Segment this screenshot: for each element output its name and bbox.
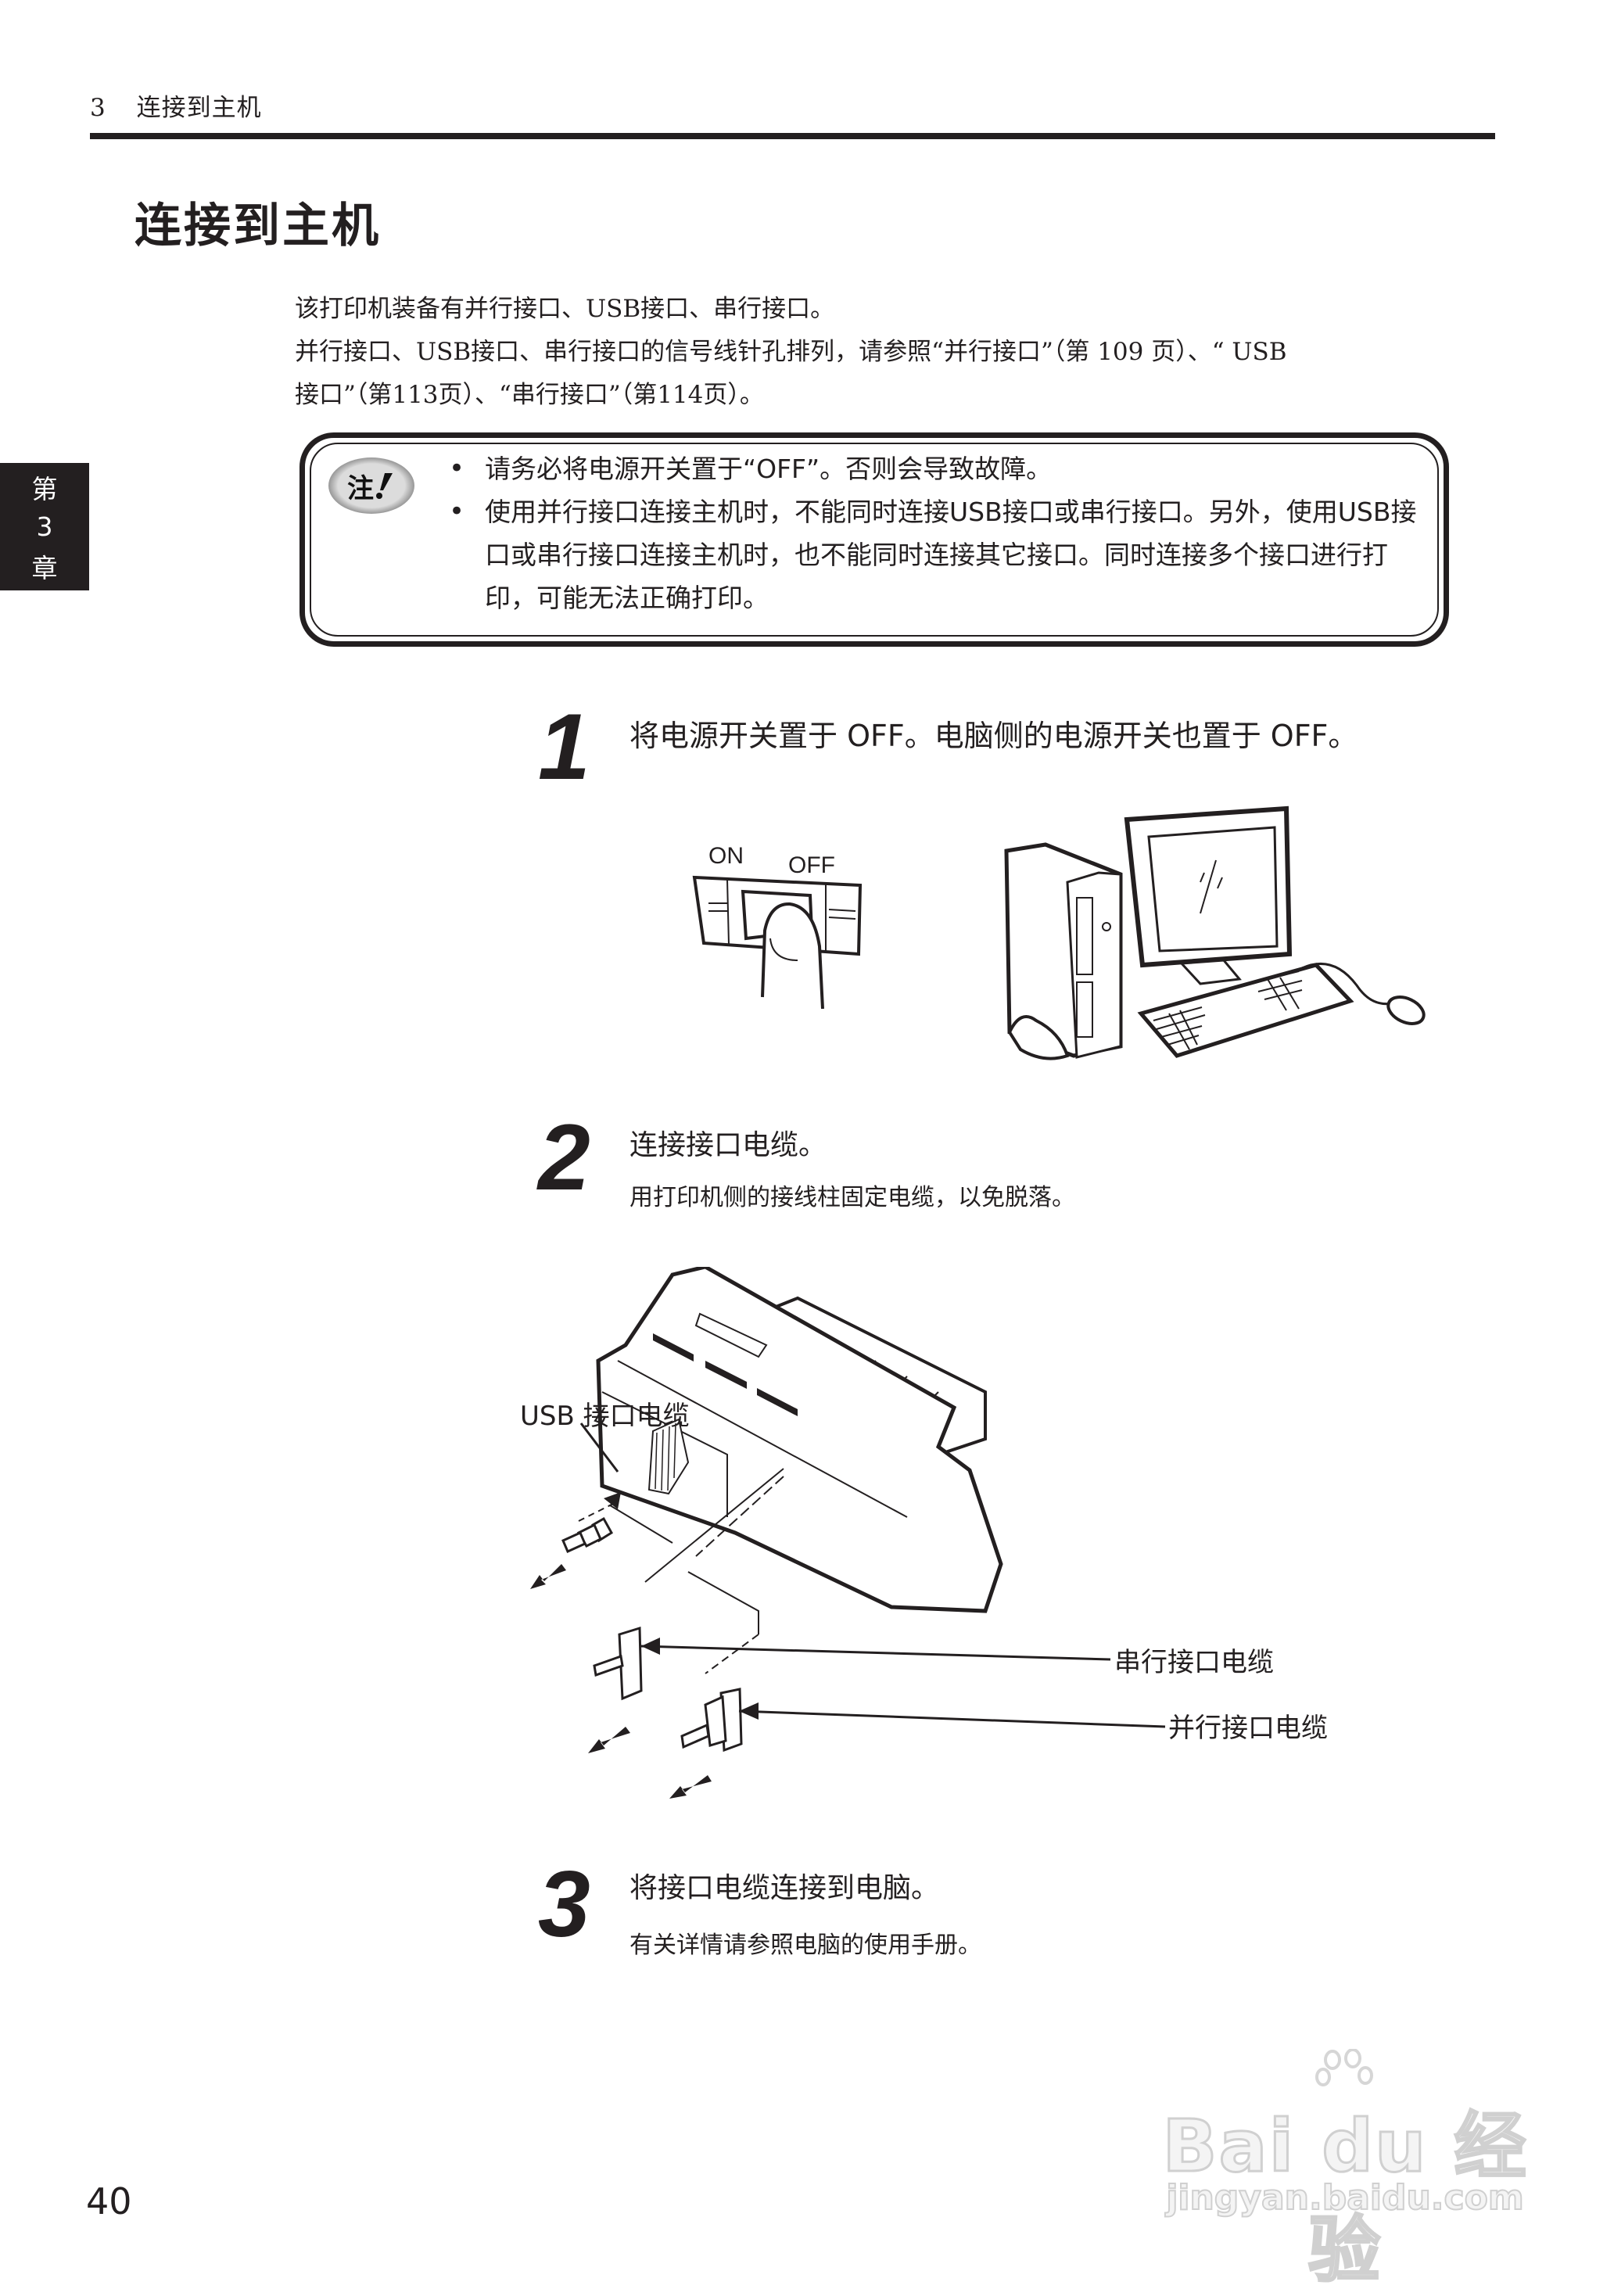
chapter-tab-line2: 3 [36,511,53,542]
step-3-number: 3 [538,1852,590,1957]
note-box [299,432,1449,647]
switch-off-label: OFF [788,852,835,878]
printer-interface-diagram [530,1267,1166,1799]
exclamation-icon [376,473,393,499]
note-list: 请务必将电源开关置于“OFF”。否则会导致故障。 使用并行接口连接主机时，不能同… [444,447,1429,619]
computer-illustration [1004,805,1426,1060]
note-badge-label: 注 [347,472,374,504]
step-2-title: 连接接口电缆。 [629,1129,827,1161]
parallel-cable-label: 并行接口电缆 [1168,1713,1328,1744]
chapter-tab-line1: 第 [31,474,58,505]
serial-cable-label: 串行接口电缆 [1114,1647,1274,1678]
chapter-title: 连接到主机 [136,94,262,122]
step-3-title: 将接口电缆连接到电脑。 [629,1872,940,1904]
step-1-title: 将电源开关置于 OFF。电脑侧的电源开关也置于 OFF。 [629,719,1358,753]
chapter-tab: 第 3 章 [0,463,89,590]
baidu-watermark: Bai du 经验 jingyan.baidu.com [1157,2049,1533,2294]
intro-line: 接口”（第113页）、“串行接口”（第114页）。 [295,381,764,409]
header-rule [90,133,1495,139]
step-2-subtitle: 用打印机侧的接线柱固定电缆，以免脱落。 [629,1184,1075,1211]
chapter-tab-line3: 章 [31,552,58,583]
watermark-url: jingyan.baidu.com [1165,2177,1524,2219]
page-title: 连接到主机 [134,199,381,253]
intro-paragraph: 该打印机装备有并行接口、USB接口、串行接口。 并行接口、USB接口、串行接口的… [295,288,1452,417]
usb-cable-label: USB 接口电缆 [520,1401,690,1432]
note-item: 请务必将电源开关置于“OFF”。否则会导致故障。 [444,447,1429,490]
power-switch-illustration: ON OFF [692,843,863,1009]
usb-connector [561,1516,614,1553]
parallel-connector [680,1688,743,1752]
step-1-number: 1 [538,694,590,799]
running-header: 3 连接到主机 [90,88,262,123]
note-box-inner-border [310,443,1439,637]
note-item: 使用并行接口连接主机时，不能同时连接USB接口或串行接口。另外，使用USB接口或… [444,490,1429,619]
serial-connector [593,1626,643,1701]
intro-line: 并行接口、USB接口、串行接口的信号线针孔排列，请参照“并行接口”（第 109 … [295,338,1287,366]
page-number: 40 [86,2180,132,2222]
intro-line: 该打印机装备有并行接口、USB接口、串行接口。 [295,295,835,323]
note-badge: 注 [328,457,414,514]
chapter-number: 3 [90,94,106,122]
switch-on-label: ON [708,843,744,869]
step-2-number: 2 [538,1105,590,1210]
step-3-subtitle: 有关详情请参照电脑的使用手册。 [629,1932,981,1959]
paw-icon [1315,2049,1373,2086]
